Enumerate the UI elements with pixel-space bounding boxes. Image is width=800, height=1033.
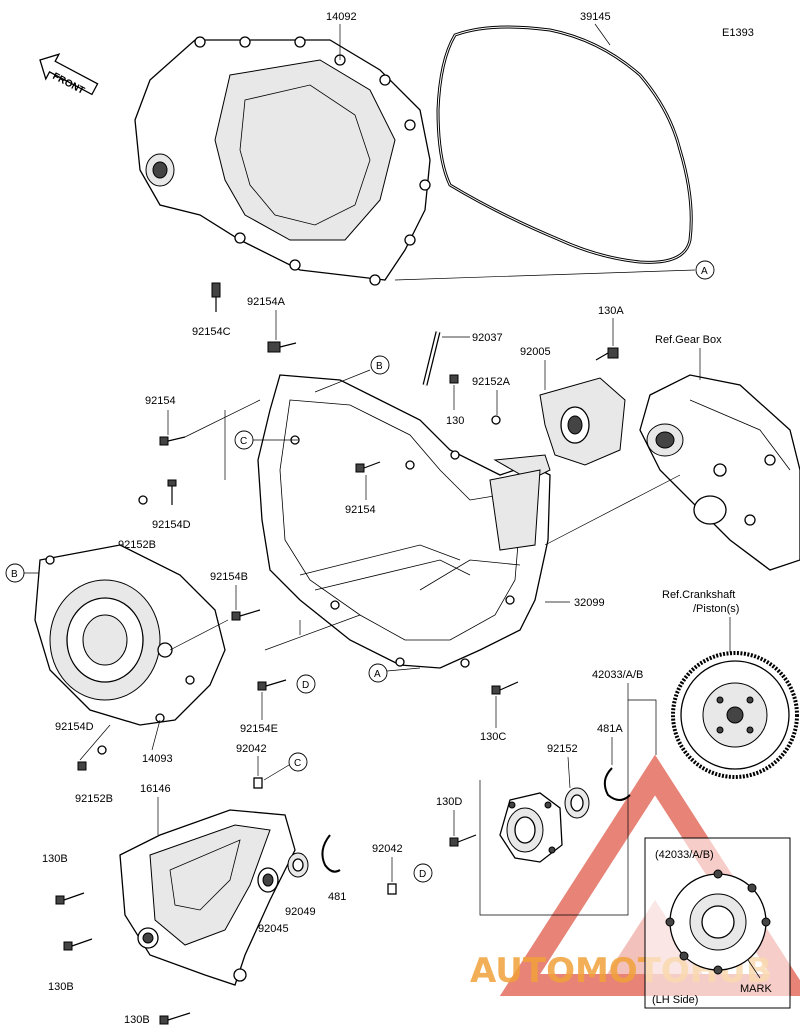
circlip-481 (321, 834, 341, 873)
bolt-92154-left (159, 436, 186, 446)
front-arrow-icon (39, 53, 99, 96)
label-14092: 14092 (326, 11, 357, 23)
label-92154B: 92154B (210, 571, 248, 583)
bolt-130C (491, 681, 519, 695)
circlip-481A (603, 767, 631, 801)
washer-92152B-lower (97, 745, 107, 755)
label-39145: 39145 (580, 11, 611, 23)
callout-c-lower-label: C (294, 758, 301, 769)
label-14093: 14093 (142, 753, 173, 765)
label-92152B-upper: 92152B (118, 539, 156, 551)
bolt-92154C (211, 282, 221, 312)
label-92154D-lower: 92154D (55, 721, 94, 733)
label-42033: 42033/A/B (592, 669, 643, 681)
clutch-hub (499, 792, 563, 863)
diagram-code: E1393 (722, 27, 754, 39)
callout-d-lower (413, 863, 433, 883)
callout-c-lower (288, 752, 308, 772)
pin-92042-upper (253, 777, 263, 789)
washer-92152A (491, 415, 501, 425)
inner-cover-14093 (34, 544, 226, 726)
callout-d-middle-label: D (302, 680, 309, 691)
bolt-130B-1 (55, 892, 85, 905)
bolt-92154D-upper (167, 479, 177, 505)
cover-16146 (119, 809, 296, 986)
label-130C: 130C (480, 731, 506, 743)
label-130B-1: 130B (42, 853, 68, 865)
label-ref-piston: /Piston(s) (693, 603, 739, 615)
outer-cover-14092 (134, 36, 431, 286)
label-130D: 130D (436, 796, 462, 808)
bolt-130A (595, 347, 619, 361)
label-130B-3: 130B (124, 1014, 150, 1026)
label-92154D-upper: 92154D (152, 519, 191, 531)
label-92154-left: 92154 (145, 395, 176, 407)
seal-92045 (257, 867, 279, 893)
label-92005: 92005 (520, 346, 551, 358)
label-92154E: 92154E (240, 723, 278, 735)
collar-92152 (564, 787, 590, 819)
label-16146: 16146 (140, 783, 171, 795)
label-130B-2: 130B (48, 981, 74, 993)
label-ref-gear-box: Ref.Gear Box (655, 334, 722, 346)
bolt-92154A (267, 341, 297, 353)
callout-a-lower-label: A (374, 669, 381, 680)
gear-box-ref (639, 374, 800, 571)
bolt-130 (449, 374, 459, 384)
bolt-92154E (257, 679, 287, 691)
callout-d-lower-label: D (419, 869, 426, 880)
label-ref-crankshaft: Ref.Crankshaft (662, 589, 735, 601)
pin-92037 (422, 331, 441, 386)
bolt-130B-3 (159, 1012, 191, 1025)
callout-d-middle (296, 674, 316, 694)
label-92037: 92037 (472, 332, 503, 344)
label-481A: 481A (597, 723, 623, 735)
label-92152: 92152 (547, 743, 578, 755)
bolt-130B-2 (63, 938, 93, 951)
label-32099: 32099 (574, 597, 605, 609)
crankcase-32099 (257, 374, 551, 669)
bolt-130D (449, 834, 477, 847)
inset-side: (LH Side) (652, 994, 698, 1006)
label-130A: 130A (598, 305, 624, 317)
bolt-92154-center (355, 461, 381, 473)
pin-92042-lower (387, 883, 397, 895)
flywheel-ref (671, 651, 799, 779)
gasket-39145 (436, 25, 693, 264)
label-92045: 92045 (258, 923, 289, 935)
label-92042-lower: 92042 (372, 843, 403, 855)
fitting-92005 (539, 377, 626, 466)
label-130: 130 (446, 415, 464, 427)
bolt-92154D-lower (77, 761, 87, 771)
seal-92049 (287, 852, 309, 878)
inset-title: (42033/A/B) (655, 849, 714, 861)
washer-92152B-upper (138, 495, 148, 505)
label-92154C: 92154C (192, 326, 231, 338)
callout-b-upper-label: B (376, 361, 383, 372)
callout-c-upper-label: C (240, 436, 247, 447)
callout-a-top (695, 260, 715, 280)
inset-box (644, 837, 791, 1009)
label-481: 481 (328, 891, 346, 903)
label-92154-center: 92154 (345, 504, 376, 516)
label-92154A: 92154A (247, 296, 286, 308)
label-92152B-lower: 92152B (75, 793, 113, 805)
inset-mark: MARK (740, 983, 772, 995)
callout-b-upper (370, 355, 390, 375)
label-92042-upper: 92042 (236, 743, 267, 755)
label-92049: 92049 (285, 906, 316, 918)
callout-a-top-label: A (701, 266, 708, 277)
label-92152A: 92152A (472, 376, 511, 388)
callout-b-left-label: B (11, 569, 18, 580)
callout-a-lower (368, 663, 388, 683)
bolt-92154B (231, 609, 261, 621)
